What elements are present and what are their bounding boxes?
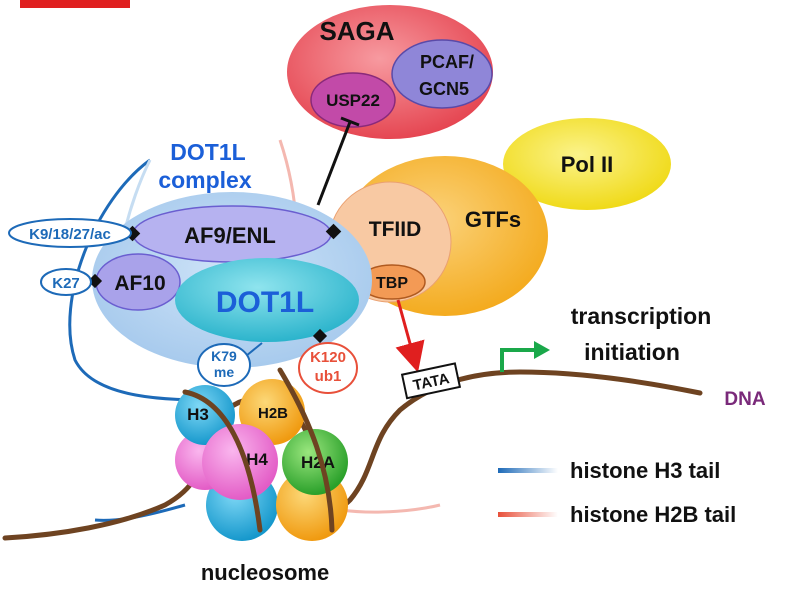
inhibition-line xyxy=(316,121,352,206)
legend-h2b-label: histone H2B tail xyxy=(570,502,736,527)
k120-label-line1: K120 xyxy=(310,349,346,366)
h2a-ball xyxy=(282,429,348,495)
k9-18-27-ac-badge xyxy=(8,218,132,248)
tbp-tata-arrow xyxy=(395,299,425,373)
dna-label: DNA xyxy=(724,389,765,410)
gtfs-label: GTFs xyxy=(465,207,521,232)
dot1l-complex-title-line2: complex xyxy=(158,167,252,193)
h2b-tail-lower xyxy=(339,503,441,514)
inhibition-bar xyxy=(340,116,360,127)
corner-fragment xyxy=(20,0,130,8)
legend-h3-label: histone H3 tail xyxy=(570,458,720,483)
pcaf-gcn5-node xyxy=(391,39,493,109)
k120-ub1-badge xyxy=(298,342,358,394)
h4-label: H4 xyxy=(246,450,268,469)
tss-arrow xyxy=(500,348,538,372)
transcription-label-line1: transcription xyxy=(571,303,712,329)
usp22-label: USP22 xyxy=(326,91,380,110)
nucleosome-label: nucleosome xyxy=(201,560,329,585)
tss-arrowhead xyxy=(534,341,550,359)
tfiid-label: TFIID xyxy=(369,218,422,241)
usp22-node xyxy=(310,72,396,128)
saga-label: SAGA xyxy=(319,16,394,46)
k79-label-line2: me xyxy=(214,364,234,380)
h3-label: H3 xyxy=(187,405,209,424)
h4-ball xyxy=(202,424,278,500)
h2b-label: H2B xyxy=(258,405,288,422)
legend-h3-swatch xyxy=(498,468,558,473)
transcription-label-line2: initiation xyxy=(584,339,680,365)
pcaf-label-line2: GCN5 xyxy=(419,79,469,99)
pcaf-label-line1: PCAF/ xyxy=(420,52,474,72)
k120-label-line2: ub1 xyxy=(315,368,342,385)
h2a-label: H2A xyxy=(301,453,335,472)
dot1l-complex-title-line1: DOT1L xyxy=(170,139,245,165)
dot1l-label: DOT1L xyxy=(216,286,314,319)
tata-box: TATA xyxy=(400,362,462,400)
tbp-label: TBP xyxy=(376,275,408,292)
k79-label-line1: K79 xyxy=(211,348,237,364)
k79-arrow xyxy=(245,342,263,357)
dot1l-diamond xyxy=(312,328,328,344)
pol2-node xyxy=(503,118,671,210)
k9-label: K9/18/27/ac xyxy=(29,226,111,243)
dna-wrap-1 xyxy=(182,389,263,533)
pol2-label: Pol II xyxy=(561,152,614,177)
h3-tail xyxy=(68,158,216,402)
legend-h2b-swatch xyxy=(498,512,558,517)
dna-wrap-2 xyxy=(277,367,335,533)
af9-right-diamond xyxy=(325,223,342,240)
k27-label: K27 xyxy=(52,275,80,292)
af10-label: AF10 xyxy=(114,272,165,295)
dot1l-node xyxy=(175,258,359,342)
k27-badge xyxy=(40,268,92,296)
k79-me-badge xyxy=(197,343,251,387)
af9-enl-label: AF9/ENL xyxy=(184,223,276,248)
